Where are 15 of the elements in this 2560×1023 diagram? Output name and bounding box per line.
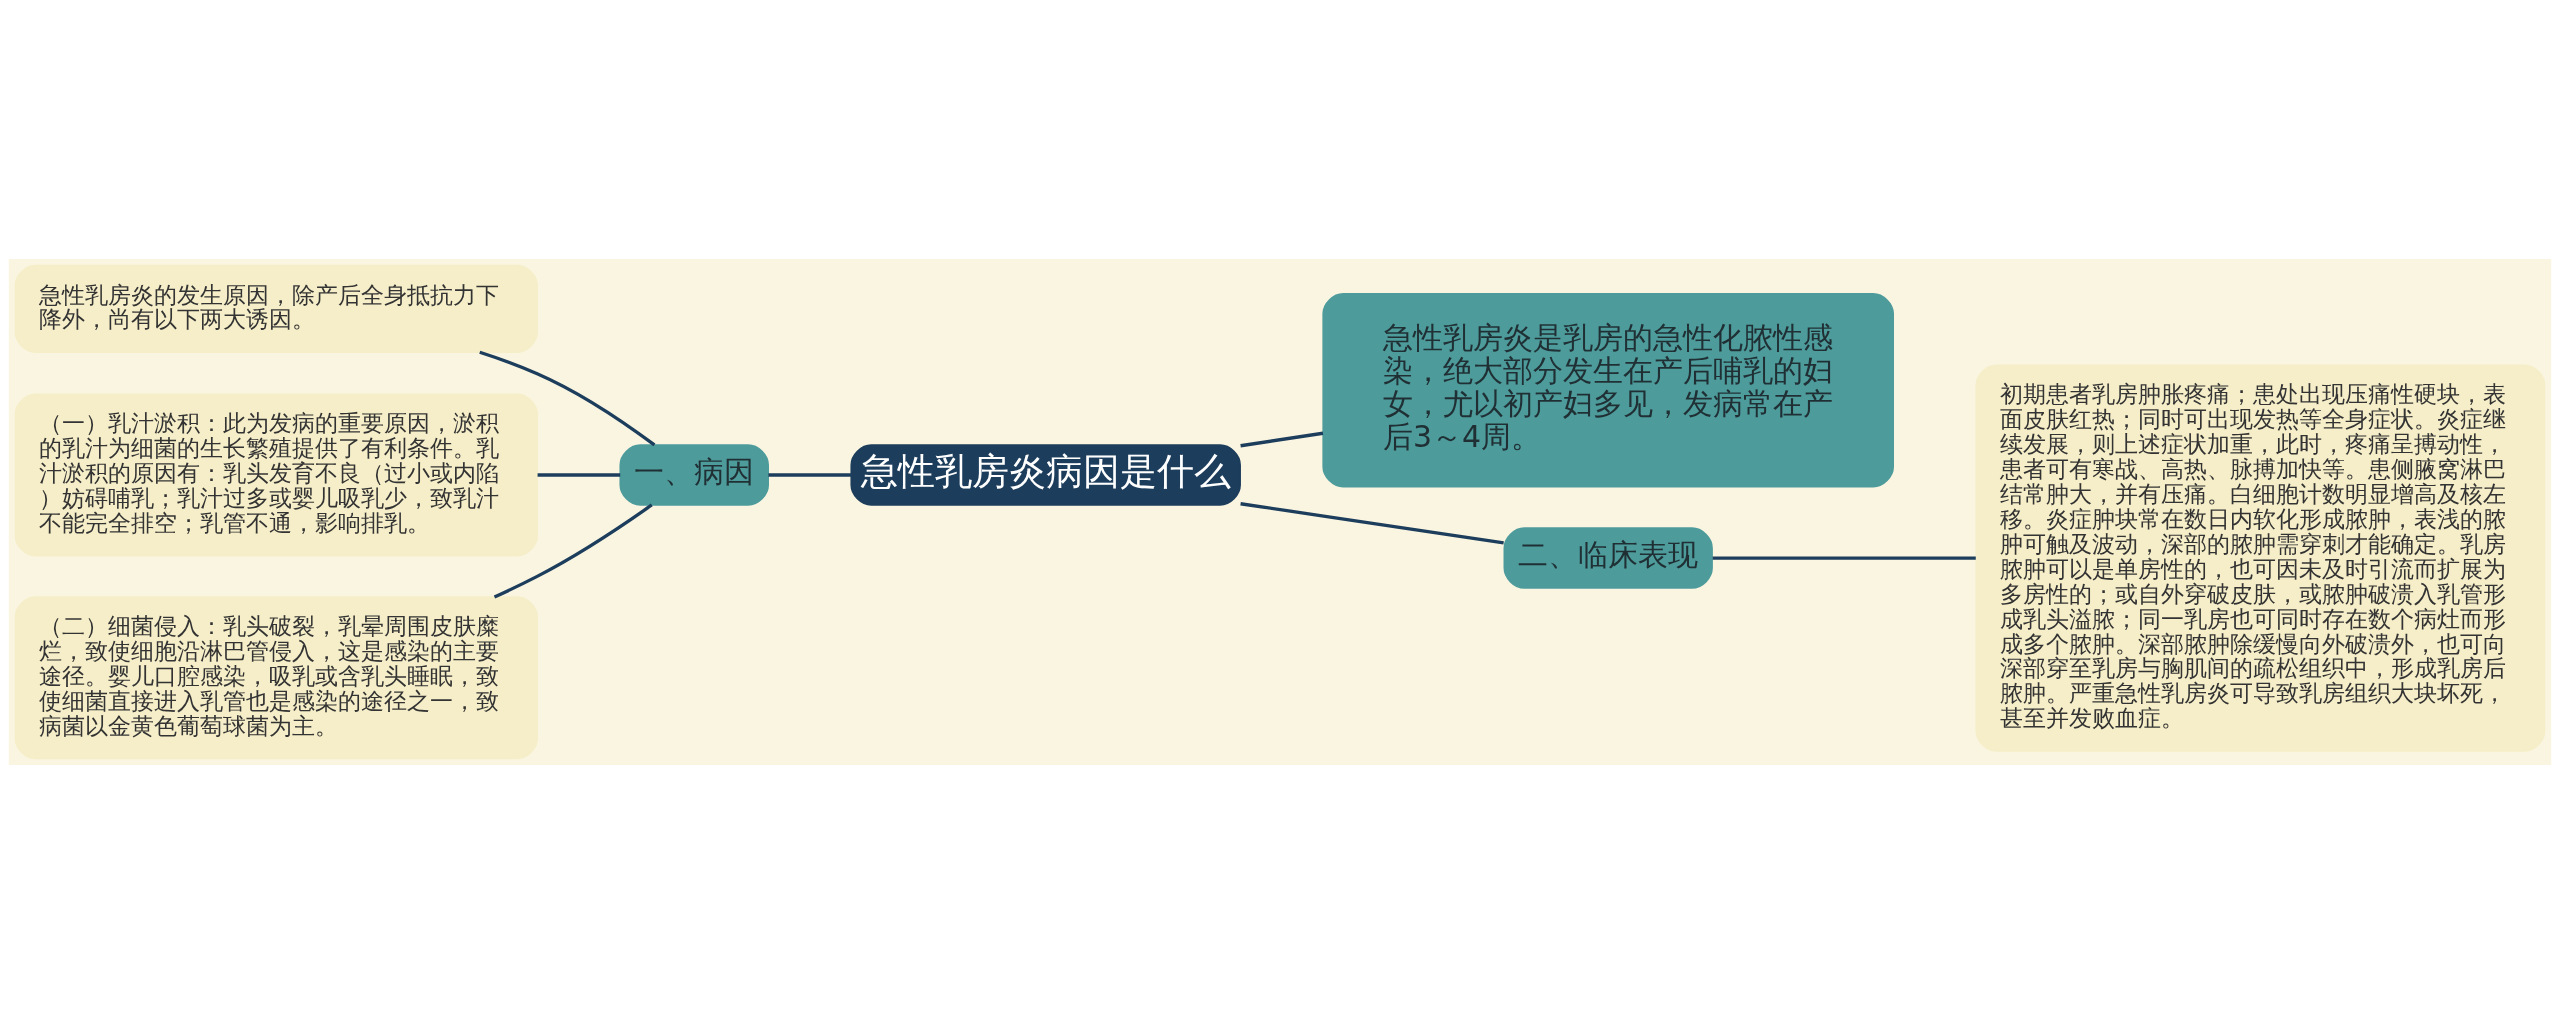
node-box: （一）乳汁淤积：此为发病的重要原因，淤积的乳汁为细菌的生长繁殖提供了有利条件。乳汁淤积的原因有：乳头发育不良（过小或内陷）妨碍哺乳；乳汁过多或婴儿吸乳少，致乳汁不能完全排空；乳管不通，影响排乳。 <box>14 393 539 556</box>
connector <box>479 350 656 446</box>
node-box: 急性乳房炎病因是什么 <box>850 443 1241 506</box>
connector <box>768 472 851 477</box>
node-box: 二、临床表现 <box>1503 526 1713 589</box>
node-box: 一、病因 <box>619 443 769 506</box>
connector <box>1240 501 1504 544</box>
node-box: 急性乳房炎的发生原因，除产后全身抵抗力下降外，尚有以下两大诱因。 <box>14 264 539 353</box>
connector <box>493 503 653 598</box>
node-box: （二）细菌侵入：乳头破裂，乳晕周围皮肤糜烂，致使细胞沿淋巴管侵入，这是感染的主要途径。婴儿口腔感染，吸乳或含乳头睡眠，致使细菌直接进入乳管也是感染的途径之一，致病菌以金黄色葡萄球菌为主。 <box>14 595 539 759</box>
connector <box>537 472 621 477</box>
node-box: 初期患者乳房肿胀疼痛；患处出现压痛性硬块，表面皮肤红热；同时可出现发热等全身症状。炎症继续发展，则上述症状加重，此时，疼痛呈搏动性，患者可有寒战、高热、脉搏加快等。患侧腋窝淋巴结常肿大，并有压痛。白细胞计数明显增高及核左移。炎症肿块常在数日内软化形成脓肿，表浅的脓肿可触及波动，深部的脓肿需穿刺才能确定。乳房脓肿可以是单房性的，也可因未及时引流而扩展为多房性的；或自外穿破皮肤，或脓肿破溃入乳管形成乳头溢脓；同一乳房也可同时存在数个病灶而形成多个脓肿。深部脓肿除缓慢向外破溃外，也可向深部穿至乳房与胸肌间的疏松组织中，形成乳房后脓肿。严重急性乳房炎可导致乳房组织大块坏死，甚至并发败血症。 <box>1975 364 2546 752</box>
node-box: 急性乳房炎是乳房的急性化脓性感染，绝大部分发生在产后哺乳的妇女，尤以初产妇多见，发病常在产后3～4周。 <box>1322 292 1894 487</box>
connector <box>1712 555 1976 560</box>
connector <box>1240 431 1324 447</box>
